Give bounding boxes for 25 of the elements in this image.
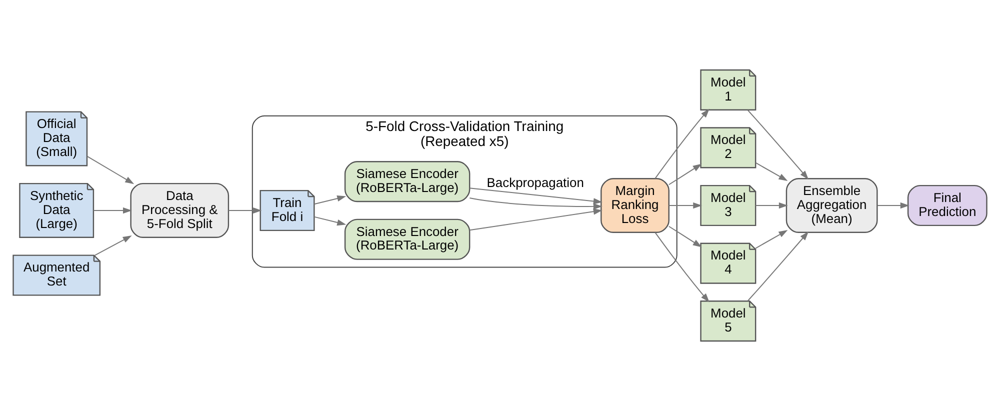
arrow	[755, 202, 788, 208]
arrow	[314, 194, 346, 204]
arrow	[876, 202, 910, 208]
node-box: Ensemble Aggregation (Mean)	[786, 178, 878, 232]
arrow	[668, 225, 702, 247]
edge-label: Backpropagation	[486, 174, 584, 190]
arrow	[654, 232, 710, 302]
node-box: Siamese Encoder (RoBERTa-Large)	[344, 218, 470, 260]
arrow	[94, 235, 132, 256]
node-box: Margin Ranking Loss	[600, 178, 670, 232]
arrow	[668, 163, 702, 185]
arrow	[469, 208, 602, 230]
arrow	[469, 197, 602, 210]
node-box: Final Prediction	[907, 184, 988, 226]
arrow	[314, 216, 346, 226]
arrow	[755, 162, 788, 180]
arrow	[668, 202, 702, 208]
node-box: Siamese Encoder (RoBERTa-Large)	[344, 160, 470, 202]
arrow	[228, 206, 262, 214]
arrow	[86, 155, 134, 184]
arrow	[755, 230, 788, 248]
node-box: Data Processing & 5-Fold Split	[130, 182, 230, 238]
arrow	[93, 206, 132, 214]
arrow	[654, 108, 710, 178]
arrow	[469, 187, 602, 204]
